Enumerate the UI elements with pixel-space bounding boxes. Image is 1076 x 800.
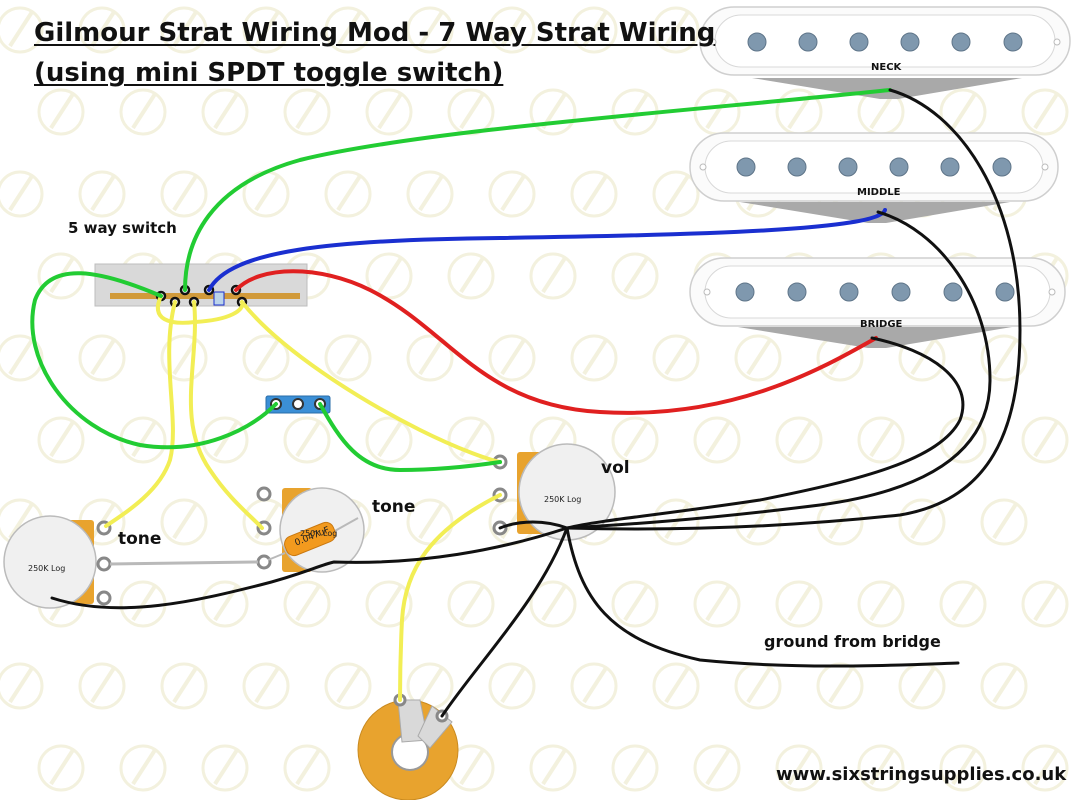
tone-link-wire <box>109 560 259 566</box>
yellow-wire-jack <box>398 493 502 702</box>
yellow-wire-tone-left <box>104 300 177 528</box>
yellow-wire-vol <box>240 300 502 464</box>
black-wire-vol-lug <box>498 520 569 530</box>
pole-pieces <box>736 157 1012 177</box>
green-wire-neck <box>183 88 892 292</box>
black-wire-neck-ground <box>565 88 1022 531</box>
neck-pickup-label: NECK <box>871 62 902 73</box>
ground-label: ground from bridge <box>764 632 941 651</box>
black-wire-bridge-ground <box>565 336 965 530</box>
black-wire-middle-ground <box>565 210 992 530</box>
tone-middle-label: tone <box>372 497 416 517</box>
black-wire-bridge-ground-lead <box>565 526 960 668</box>
bridge-pickup <box>689 257 1066 348</box>
vol-pot-value: 250K Log <box>544 495 582 504</box>
capacitor <box>267 517 359 561</box>
middle-pickup-label: MIDDLE <box>857 187 901 198</box>
vol-label: vol <box>601 458 630 478</box>
switch-label: 5 way switch <box>68 219 177 237</box>
pole-pieces <box>747 32 1023 52</box>
red-wire-bridge <box>234 269 878 415</box>
yellow-wire-tone-middle <box>188 300 264 530</box>
middle-pickup <box>689 132 1059 223</box>
website-label: www.sixstringsupplies.co.uk <box>776 764 1067 785</box>
wires <box>30 88 1022 718</box>
tone-left-label: tone <box>118 529 162 549</box>
bridge-pickup-label: BRIDGE <box>860 319 903 330</box>
neck-pickup <box>699 6 1071 99</box>
tone-middle-pot-value: 250K Log <box>300 529 338 538</box>
title-line-2: (using mini SPDT toggle switch) <box>34 58 504 88</box>
black-wire-tone-ground <box>50 526 569 610</box>
black-wire-jack-ground <box>440 526 569 718</box>
blue-wire-middle <box>207 208 887 292</box>
green-wire-switch-toggle <box>30 271 278 450</box>
pole-pieces <box>735 282 1015 302</box>
title-line-1: Gilmour Strat Wiring Mod - 7 Way Strat W… <box>34 18 716 48</box>
tone-left-pot-value: 250K Log <box>28 564 66 573</box>
tone-pot-left <box>3 515 112 609</box>
output-jack <box>357 693 459 800</box>
green-wire-toggle-vol <box>318 402 502 473</box>
